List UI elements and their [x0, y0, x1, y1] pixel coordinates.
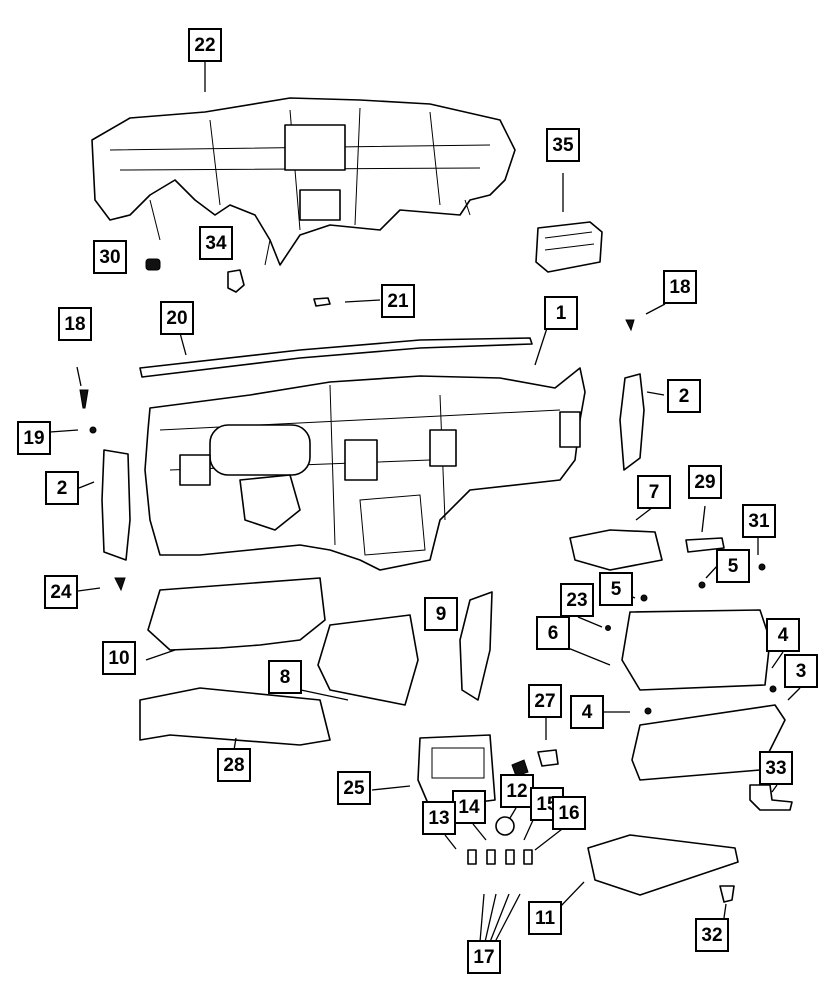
- leader-lines: [49, 62, 801, 943]
- console-panel-11: [587, 834, 739, 896]
- a-pillar-trim-9: [459, 591, 493, 701]
- switch-icon-16: [523, 849, 533, 865]
- silencer-panel: [139, 687, 331, 746]
- screw-icon-24: [114, 577, 126, 592]
- callout-16: 16: [552, 796, 586, 830]
- callout-30: 30: [93, 240, 127, 274]
- callout-34: 34: [199, 226, 233, 260]
- connector-icon-27: [511, 759, 529, 777]
- callout-17: 17: [467, 940, 501, 974]
- clip-part-32: [719, 885, 735, 903]
- bracket-part-34: [227, 269, 245, 293]
- callout-7: 7: [637, 475, 671, 509]
- screw-icon-18-left: [79, 389, 89, 409]
- clip-part-30: [145, 258, 161, 271]
- callout-3: 3: [784, 654, 818, 688]
- knob-icon-12: [495, 816, 515, 836]
- callout-23: 23: [560, 583, 594, 617]
- clip-icon-5b: [698, 581, 706, 589]
- defroster-trim-strip: [139, 337, 533, 378]
- callout-22: 22: [188, 28, 222, 62]
- callout-5-right: 5: [716, 549, 750, 583]
- callout-11: 11: [528, 901, 562, 935]
- callout-1: 1: [544, 296, 578, 330]
- electronic-module: [535, 221, 603, 273]
- end-cap-right: [619, 373, 645, 471]
- callout-35: 35: [546, 128, 580, 162]
- callout-18-left: 18: [58, 307, 92, 341]
- switch-icon-14: [486, 849, 496, 865]
- clip-icon-5a: [640, 594, 648, 602]
- callout-5-left: 5: [599, 572, 633, 606]
- callout-20: 20: [160, 301, 194, 335]
- callout-4-left: 4: [570, 695, 604, 729]
- callout-13: 13: [422, 801, 456, 835]
- callout-12: 12: [500, 774, 534, 808]
- callout-10: 10: [102, 641, 136, 675]
- callout-32: 32: [695, 918, 729, 952]
- callout-2-right: 2: [667, 379, 701, 413]
- callout-27: 27: [528, 684, 562, 718]
- bumper-icon-4b: [644, 707, 652, 715]
- callout-19: 19: [17, 421, 51, 455]
- callout-31: 31: [742, 504, 776, 538]
- callout-29: 29: [688, 465, 722, 499]
- switch-part-27: [537, 749, 559, 767]
- callout-25: 25: [337, 771, 371, 805]
- callout-28: 28: [217, 748, 251, 782]
- callout-8: 8: [268, 660, 302, 694]
- switch-icon-15: [505, 849, 515, 865]
- clip-part-21: [313, 297, 331, 307]
- callout-4-right: 4: [766, 618, 800, 652]
- callout-24: 24: [44, 575, 78, 609]
- callout-33: 33: [759, 751, 793, 785]
- bumper-icon-4a: [769, 685, 777, 693]
- clip-icon-23: [605, 625, 611, 631]
- trim-bracket-29: [685, 537, 725, 553]
- callout-6: 6: [536, 616, 570, 650]
- screw-icon-18-right: [625, 319, 635, 332]
- end-cap-left: [101, 449, 131, 561]
- nut-icon-19: [89, 426, 97, 434]
- cross-car-beam: [91, 97, 516, 266]
- switch-icon-13: [467, 849, 477, 865]
- callout-21: 21: [381, 284, 415, 318]
- steering-column-cover: [147, 577, 326, 651]
- side-cover-panel: [317, 614, 419, 706]
- clip-icon-31: [758, 563, 766, 571]
- instrument-panel: [144, 367, 586, 571]
- harness-part-33: [749, 784, 793, 811]
- storage-tray: [569, 529, 663, 571]
- callout-18-right: 18: [663, 270, 697, 304]
- callout-2-left: 2: [45, 471, 79, 505]
- callout-9: 9: [424, 597, 458, 631]
- callout-14: 14: [452, 790, 486, 824]
- glove-box-bin: [621, 609, 771, 691]
